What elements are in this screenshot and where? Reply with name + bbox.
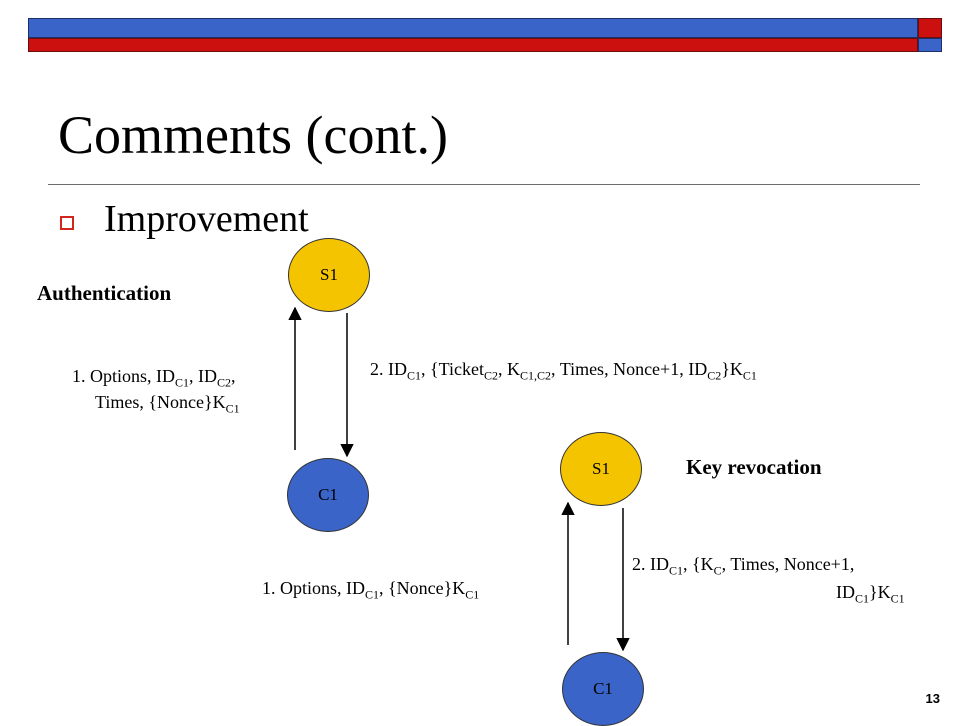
- auth-client-node: C1: [287, 458, 369, 532]
- auth-msg2: 2. IDC1, {TicketC2, KC1,C2, Times, Nonce…: [370, 359, 757, 383]
- revoke-heading: Key revocation: [686, 455, 822, 479]
- revoke-client-label: C1: [593, 679, 613, 698]
- revoke-msg2-line1: 2. IDC1, {KC, Times, Nonce+1,: [632, 554, 855, 578]
- auth-heading: Authentication: [37, 281, 172, 305]
- revoke-msg1: 1. Options, IDC1, {Nonce}KC1: [262, 578, 480, 602]
- auth-server-label: S1: [320, 265, 338, 284]
- auth-msg1-line1: 1. Options, IDC1, IDC2,: [72, 366, 236, 390]
- revoke-server-node: S1: [560, 432, 642, 506]
- top-bar-red: [28, 38, 918, 52]
- top-bar-blue: [28, 18, 918, 38]
- revoke-client-node: C1: [562, 652, 644, 726]
- auth-server-node: S1: [288, 238, 370, 312]
- corner-square-red: [918, 18, 942, 38]
- revoke-server-label: S1: [592, 459, 610, 478]
- title-divider: [48, 184, 920, 185]
- page-number: 13: [925, 691, 940, 706]
- revoke-msg2-line2: IDC1}KC1: [836, 582, 905, 606]
- auth-msg1-line2: Times, {Nonce}KC1: [95, 392, 240, 416]
- slide-title: Comments (cont.): [58, 105, 448, 165]
- corner-square-blue: [918, 38, 942, 52]
- auth-client-label: C1: [318, 485, 338, 504]
- bullet-text: Improvement: [104, 198, 309, 240]
- bullet-square-icon: [60, 216, 74, 230]
